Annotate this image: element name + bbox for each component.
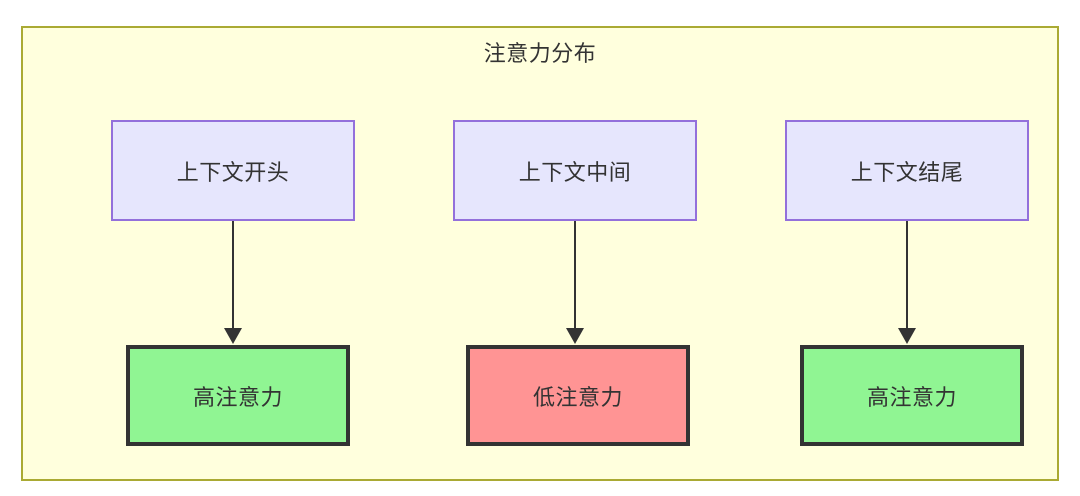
arrow-start-to-high-icon <box>232 221 234 329</box>
node-context-end[interactable]: 上下文结尾 <box>785 120 1029 221</box>
node-attention-start[interactable]: 高注意力 <box>126 345 350 446</box>
node-attention-start-label: 高注意力 <box>192 385 283 411</box>
subgraph-title: 注意力分布 <box>483 42 597 67</box>
node-attention-end[interactable]: 高注意力 <box>800 345 1024 446</box>
node-attention-middle-label: 低注意力 <box>532 385 623 411</box>
node-context-middle[interactable]: 上下文中间 <box>453 120 697 221</box>
node-context-middle-label: 上下文中间 <box>518 160 632 186</box>
node-context-start-label: 上下文开头 <box>176 160 290 186</box>
node-context-start[interactable]: 上下文开头 <box>111 120 355 221</box>
attention-distribution-subgraph: 注意力分布 上下文开头 上下文中间 上下文结尾 高注意力 低注意力 高注意力 <box>21 26 1059 481</box>
node-context-end-label: 上下文结尾 <box>850 160 964 186</box>
arrow-middle-to-low-icon <box>574 221 576 329</box>
node-attention-end-label: 高注意力 <box>866 385 957 411</box>
arrow-end-to-high-icon <box>906 221 908 329</box>
node-attention-middle[interactable]: 低注意力 <box>466 345 690 446</box>
